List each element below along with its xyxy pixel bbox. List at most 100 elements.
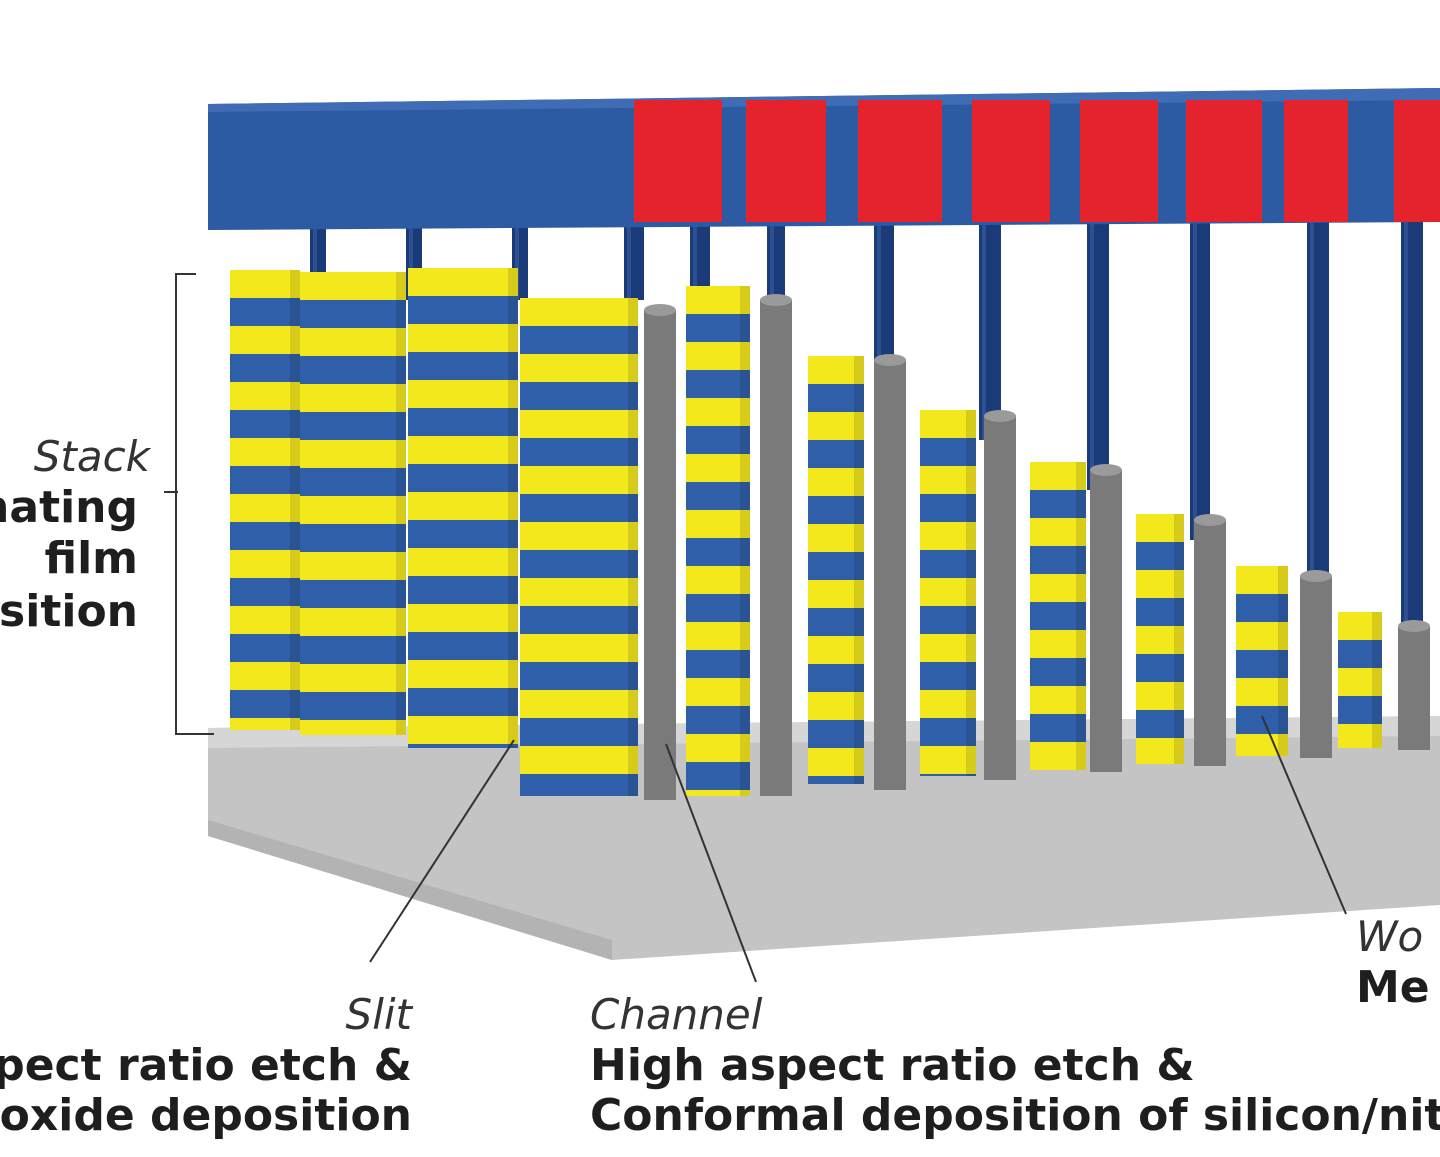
channel-pillar-top: [1194, 514, 1226, 526]
film-stack-7-band: [920, 466, 976, 494]
channel-pillar: [1194, 520, 1226, 766]
slit-title: Slit: [345, 990, 412, 1039]
substrate-shadow: [208, 820, 612, 960]
film-stack-3-band: [408, 268, 518, 296]
stack-line-3: osition: [0, 586, 138, 637]
channel-pillar: [1300, 576, 1332, 758]
channel-pillar-top: [874, 354, 906, 366]
film-stack-10-band: [1236, 706, 1288, 734]
pillar-highlight: [1090, 200, 1094, 490]
channel-pillar-top: [1398, 620, 1430, 632]
film-stack-2-band: [300, 692, 406, 720]
film-stack-2-band: [300, 664, 406, 692]
film-stack-8-band: [1030, 546, 1086, 574]
film-stack-10-band: [1236, 594, 1288, 622]
film-stack-2-shade: [396, 272, 406, 735]
film-stack-7-band: [920, 634, 976, 662]
film-stack-6-band: [808, 356, 864, 384]
film-stack-4-band: [520, 550, 638, 578]
film-stack-7-band: [920, 438, 976, 466]
film-stack-4-band: [520, 522, 638, 550]
wordline-title: Wo: [1356, 912, 1424, 961]
film-stack-7-band: [920, 774, 976, 776]
film-stack-8-band: [1030, 742, 1086, 770]
film-stack-7-band: [920, 522, 976, 550]
film-stack-4-band: [520, 354, 638, 382]
substrate-front: [208, 716, 1440, 960]
film-stack-2-band: [300, 496, 406, 524]
film-stack-3-band: [408, 744, 518, 748]
channel-pillar-top: [1300, 570, 1332, 582]
film-stack-9-shade: [1174, 514, 1184, 764]
film-stack-3-band: [408, 548, 518, 576]
film-stack-1-band: [230, 326, 300, 354]
film-stack-5-band: [686, 650, 750, 678]
film-stack-5-band: [686, 706, 750, 734]
channel-pillar-top: [760, 294, 792, 306]
film-stack-1-band: [230, 494, 300, 522]
film-stack-5-band: [686, 594, 750, 622]
film-stack-9-band: [1136, 682, 1184, 710]
stack-line-2: film: [44, 533, 138, 584]
film-stack-8-band: [1030, 490, 1086, 518]
film-stack-1-band: [230, 550, 300, 578]
film-stack-2-band: [300, 608, 406, 636]
film-stack-4-band: [520, 662, 638, 690]
film-stack-5-band: [686, 790, 750, 796]
film-stack-4-band: [520, 298, 638, 326]
film-stack-6-band: [808, 748, 864, 776]
film-stack-11-band: [1338, 668, 1382, 696]
film-stack-4-band: [520, 382, 638, 410]
film-stack-6-band: [808, 552, 864, 580]
film-stack-5-band: [686, 454, 750, 482]
film-stack-7-band: [920, 494, 976, 522]
film-stack-6-band: [808, 608, 864, 636]
channel-pillar-top: [984, 410, 1016, 422]
channel-pillar: [760, 300, 792, 796]
film-stack-1-band: [230, 690, 300, 718]
film-stack-5-band: [686, 370, 750, 398]
film-stack-5-band: [686, 510, 750, 538]
pillar-highlight: [1310, 200, 1314, 600]
pillar-highlight: [1193, 200, 1197, 540]
stack-title: Stack: [33, 432, 150, 481]
film-stack-8-band: [1030, 686, 1086, 714]
film-stack-5-band: [686, 734, 750, 762]
channel-pillar: [984, 416, 1016, 780]
film-stack-10-band: [1236, 678, 1288, 706]
film-stack-3-band: [408, 352, 518, 380]
film-stack-7-band: [920, 690, 976, 718]
film-stack-1-band: [230, 662, 300, 690]
film-stack-1-band: [230, 634, 300, 662]
film-stack-1-band: [230, 270, 300, 298]
film-stack-7-band: [920, 746, 976, 774]
wordline-leader: [1261, 715, 1347, 915]
stack-bracket: [175, 273, 214, 735]
film-stack-2-band: [300, 552, 406, 580]
film-stack-3-band: [408, 492, 518, 520]
film-stack-2-band: [300, 356, 406, 384]
film-stack-2-band: [300, 272, 406, 300]
film-stack-3-band: [408, 408, 518, 436]
film-stack-2-band: [300, 300, 406, 328]
film-stack-3-band: [408, 604, 518, 632]
film-stack-11-band: [1338, 640, 1382, 668]
film-stack-6-band: [808, 468, 864, 496]
film-stack-3-band: [408, 716, 518, 744]
film-stack-1-band: [230, 522, 300, 550]
red-contact: [1186, 100, 1262, 222]
film-stack-7-shade: [966, 410, 976, 776]
film-stack-3-band: [408, 632, 518, 660]
film-stack-5-band: [686, 678, 750, 706]
film-stack-3-band: [408, 296, 518, 324]
film-stack-6-shade: [854, 356, 864, 784]
film-stack-4-band: [520, 606, 638, 634]
film-stack-9-band: [1136, 598, 1184, 626]
slit-line-2: l oxide deposition: [0, 1090, 412, 1141]
film-stack-4-shade: [628, 298, 638, 796]
film-stack-9-band: [1136, 654, 1184, 682]
film-stack-3-band: [408, 688, 518, 716]
film-stack-2-band: [300, 412, 406, 440]
film-stack-6-band: [808, 636, 864, 664]
